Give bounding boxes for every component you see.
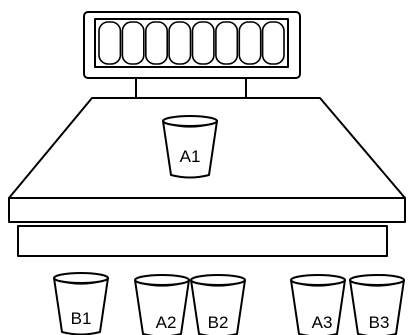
display-digit-cell <box>145 21 169 65</box>
cup-b2: B2 <box>190 274 246 335</box>
display-digit-cell <box>121 21 145 65</box>
cup-a1: A1 <box>162 115 218 179</box>
cup-a3-label: A3 <box>312 313 333 332</box>
cup-a2-label: A2 <box>156 313 177 332</box>
display-digit-cell <box>191 21 215 65</box>
scale-display-digits <box>98 21 285 65</box>
scale-base <box>17 225 388 257</box>
cup-b2-label: B2 <box>208 313 229 332</box>
display-digit-cell <box>215 21 239 65</box>
scale-platform-front <box>8 197 406 223</box>
display-digit-cell <box>238 21 262 65</box>
cup-b3-label: B3 <box>369 313 390 332</box>
cup-b1: B1 <box>53 272 109 335</box>
display-digit-cell <box>261 21 285 65</box>
cup-b1-label: B1 <box>71 309 92 328</box>
display-digit-cell <box>168 21 192 65</box>
cup-b3: B3 <box>349 274 405 335</box>
cup-a3: A3 <box>290 274 346 335</box>
cup-a2: A2 <box>134 274 190 335</box>
display-digit-cell <box>98 21 122 65</box>
cup-a1-label: A1 <box>180 147 201 166</box>
